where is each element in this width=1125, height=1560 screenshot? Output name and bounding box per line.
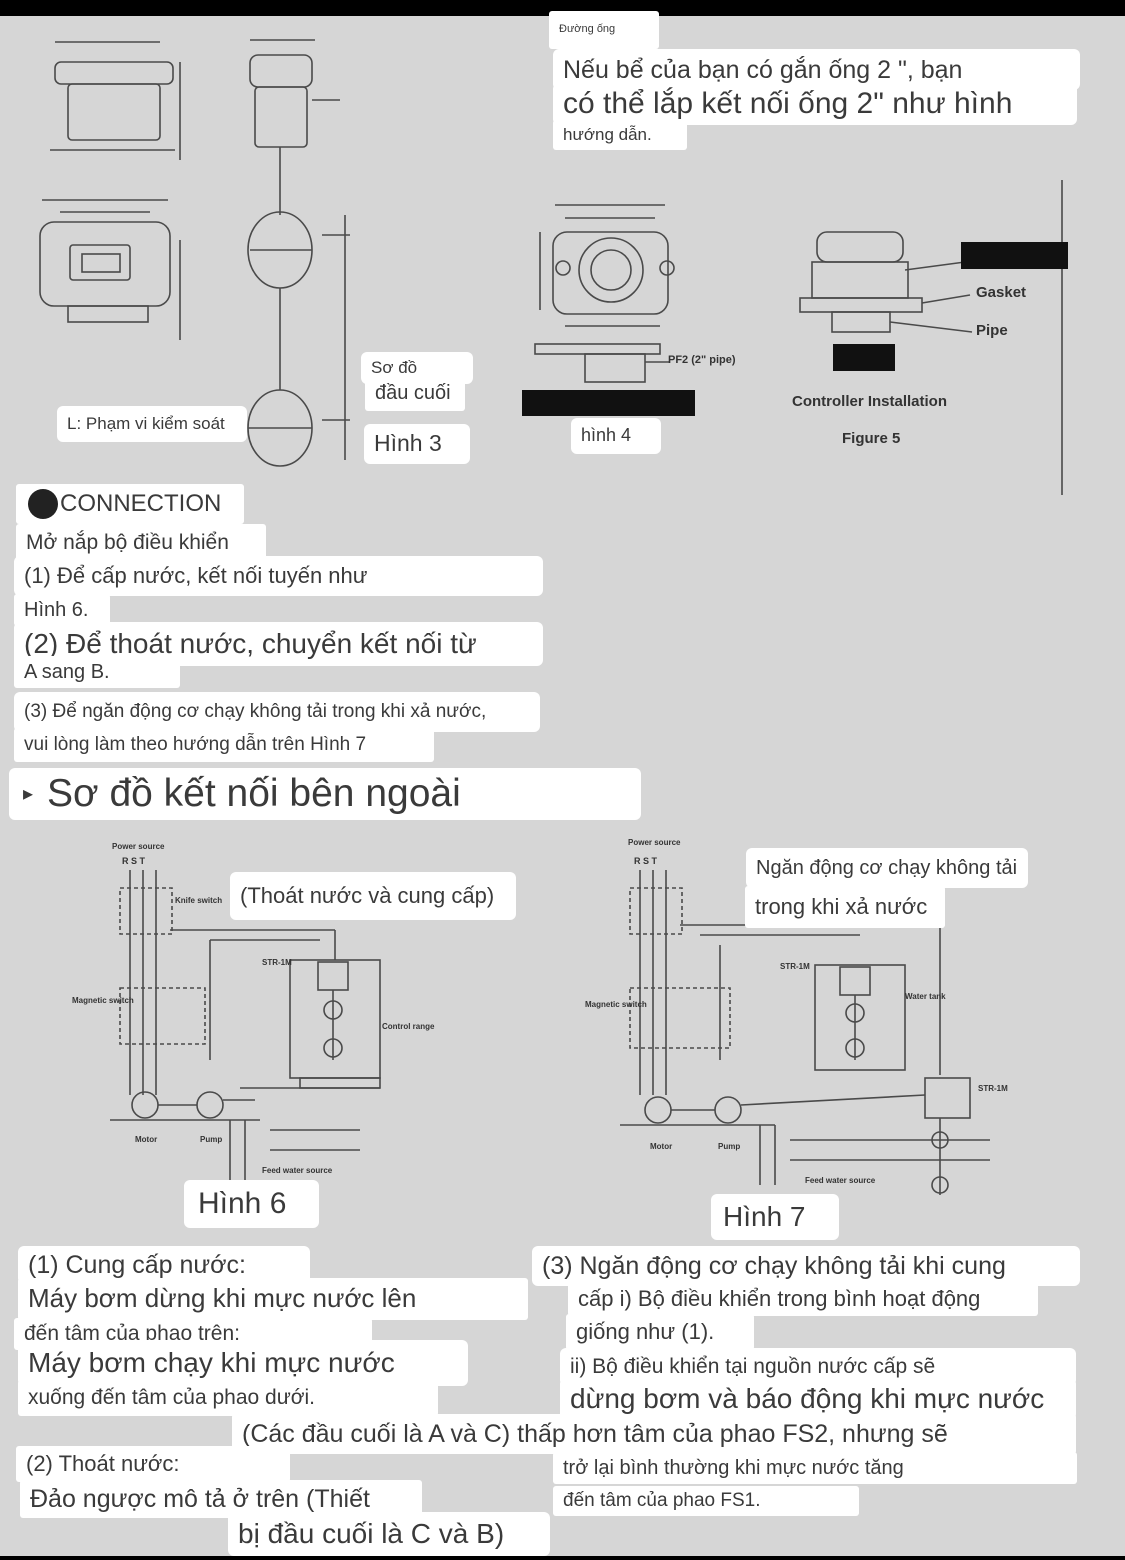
water-supply-line-4: xuống đến tâm của phao dưới.: [18, 1380, 438, 1416]
pipe-note-line-3: hướng dẫn.: [553, 120, 687, 150]
terminal-diagram-label-2: đầu cuối: [365, 375, 465, 411]
bullet-dot-icon: [28, 489, 58, 519]
drain-line-2: bị đầu cuối là C và B): [228, 1512, 550, 1556]
dry-run-line-1: (3) Ngăn động cơ chạy không tải khi cung: [532, 1246, 1080, 1286]
controller-installation-label: Controller Installation: [792, 393, 948, 410]
top-black-bar: [0, 0, 1125, 16]
bottom-black-bar: [0, 1556, 1125, 1560]
pump-label-7: Pump: [718, 1142, 741, 1151]
figure-6-label: Hình 6: [184, 1180, 319, 1228]
drain-line-1: Đảo ngược mô tả ở trên (Thiết: [20, 1480, 422, 1518]
external-connection-section-title: ▸ Sơ đồ kết nối bên ngoài: [9, 768, 641, 820]
feed-water-label-7: Feed water source: [805, 1176, 876, 1185]
controller-installation-drawing: [799, 180, 1063, 495]
drain-title: (2) Thoát nước:: [16, 1446, 290, 1482]
gasket-label: Gasket: [976, 284, 1027, 301]
str-label-7a: STR-1M: [780, 962, 810, 971]
motor-label-7: Motor: [650, 1142, 673, 1151]
triangle-bullet-icon: ▸: [23, 783, 34, 805]
figure-6-caption: (Thoát nước và cung cấp): [230, 872, 516, 920]
open-cover-text: Mở nắp bộ điều khiển: [16, 524, 266, 562]
connection-item-3-line-1: (3) Để ngăn động cơ chạy không tải trong…: [14, 692, 540, 732]
motor-label-6: Motor: [135, 1135, 158, 1144]
dry-run-line-3: giống như (1).: [566, 1314, 754, 1350]
connection-item-3-line-2: vui lòng làm theo hướng dẫn trên Hình 7: [14, 728, 434, 762]
connection-item-1-line-1: (1) Để cấp nước, kết nối tuyến như: [14, 556, 543, 596]
power-source-label-7: Power source: [628, 838, 681, 847]
figure-6-wiring-diagram: [110, 870, 381, 1180]
knife-switch-label-6: Knife switch: [175, 896, 223, 905]
str-label-7b: STR-1M: [978, 1084, 1008, 1093]
figure-4-label: hình 4: [571, 418, 661, 454]
pipe-small-label: Đường ống: [549, 11, 659, 49]
water-tank-label-7: Water tank: [905, 992, 946, 1001]
controller-top-view-drawing: [39, 41, 181, 340]
feed-water-label-6: Feed water source: [262, 1166, 333, 1175]
float-assembly-drawing: [247, 39, 350, 467]
str-label-6: STR-1M: [262, 958, 292, 967]
connection-heading-text: CONNECTION: [60, 489, 222, 517]
pipe-note-line-2: có thể lắp kết nối ống 2" như hình: [553, 83, 1077, 125]
section-title-text: Sơ đồ kết nối bên ngoài: [47, 771, 461, 815]
terminals-ac-line: (Các đầu cuối là A và C) thấp hơn tâm củ…: [232, 1414, 1076, 1454]
connection-item-2-line-1: (2) Để thoát nước, chuyển kết nối từ: [14, 622, 543, 666]
power-source-label-6: Power source: [112, 842, 165, 851]
control-range-label-6: Control range: [382, 1022, 435, 1031]
pump-label-6: Pump: [200, 1135, 223, 1144]
magnetic-switch-label-6: Magnetic switch: [72, 996, 134, 1005]
redaction-bar: [833, 344, 895, 371]
dry-run-line-2: cấp i) Bộ điều khiển trong bình hoạt độn…: [568, 1282, 1038, 1316]
water-supply-line-1: Máy bơm dừng khi mực nước lên: [18, 1278, 528, 1320]
magnetic-switch-label-7: Magnetic switch: [585, 1000, 647, 1009]
water-supply-title: (1) Cung cấp nước:: [18, 1246, 310, 1284]
figure-7-caption-line-1: Ngăn động cơ chạy không tải: [746, 848, 1028, 888]
redaction-bar: [522, 390, 695, 416]
connection-item-2-line-2: A sang B.: [14, 656, 180, 688]
connection-item-1-line-2: Hình 6.: [14, 594, 110, 626]
water-supply-line-3: Máy bơm chạy khi mực nước: [18, 1340, 468, 1386]
connection-heading: CONNECTION: [16, 484, 244, 524]
pipe-label: Pipe: [976, 322, 1008, 339]
control-range-label: L: Phạm vi kiểm soát: [57, 406, 247, 442]
figure-7-caption-line-2: trong khi xả nước: [745, 886, 945, 928]
figure-7-label: Hình 7: [711, 1194, 839, 1240]
dry-run-line-6: trở lại bình thường khi mực nước tăng: [553, 1452, 1077, 1484]
redaction-bar: [961, 242, 1068, 269]
pf2-pipe-label: PF2 (2" pipe): [668, 354, 736, 366]
flange-drawing: [534, 204, 675, 383]
rst-label-6: R S T: [122, 856, 146, 866]
figure-5-label: Figure 5: [842, 430, 901, 447]
dry-run-line-7: đến tâm của phao FS1.: [553, 1486, 859, 1516]
figure-3-label: Hình 3: [364, 424, 470, 464]
dry-run-line-5: dừng bơm và báo động khi mực nước: [560, 1378, 1076, 1420]
figure-7-wiring-diagram: [620, 870, 990, 1195]
rst-label-7: R S T: [634, 856, 658, 866]
